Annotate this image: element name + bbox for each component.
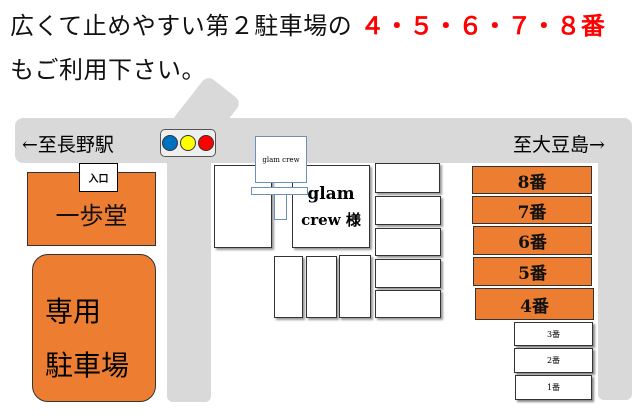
private-parking-line2: 駐車場: [45, 349, 130, 382]
parking-space: [339, 255, 371, 318]
heading-highlight: ４・５・６・７・８番: [360, 11, 606, 40]
parking-space: [306, 256, 337, 318]
direction-oomameshima: 至大豆島→: [513, 134, 605, 156]
glam-building-line2: crew 様: [301, 210, 361, 229]
heading-line-2: もご利用下さい。: [10, 56, 206, 84]
direction-nagano: ←至長野駅: [22, 134, 114, 156]
space-5: 5番: [473, 257, 592, 286]
space-7: 7番: [472, 196, 592, 224]
space-8: 8番: [472, 166, 592, 194]
parking-space: [375, 196, 441, 225]
parking-space: [274, 256, 303, 318]
space-1: 1番: [515, 375, 592, 400]
space-6: 6番: [473, 226, 592, 255]
heading-line-1: 広くて止めやすい第２駐車場の ４・５・６・７・８番: [10, 6, 605, 41]
parking-space: [375, 228, 441, 256]
space-2: 2番: [514, 348, 593, 373]
private-parking: 専用 駐車場: [32, 254, 156, 402]
heading-text: 広くて止めやすい第２駐車場の: [10, 12, 353, 40]
sign-bar: [251, 187, 308, 195]
space-4: 4番: [475, 288, 594, 320]
red-light: [198, 135, 214, 151]
right-road: [598, 150, 632, 400]
parking-space: [375, 259, 441, 288]
private-parking-line1: 専用: [45, 295, 102, 328]
glam-building-line1: glam: [307, 183, 355, 204]
space-3: 3番: [514, 322, 593, 346]
entrance-label: 入口: [79, 163, 118, 192]
parking-space: [375, 290, 441, 318]
parking-space: [375, 163, 440, 193]
glam-crew-sign: glam crew: [255, 136, 307, 183]
blue-light: [162, 135, 178, 151]
traffic-light-icon: [160, 129, 216, 157]
side-road: [167, 150, 211, 402]
main-road: [15, 118, 632, 163]
yellow-light: [180, 135, 196, 151]
